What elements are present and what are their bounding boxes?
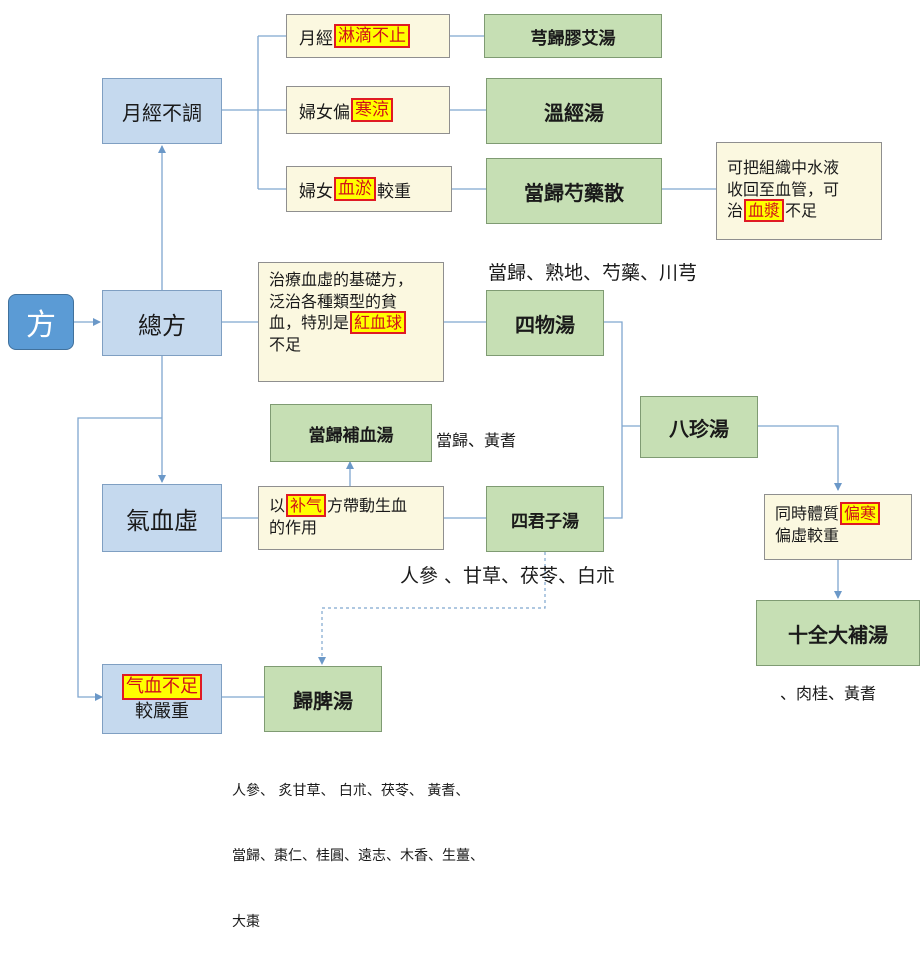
highlight-cold-constitution: 偏寒 [840, 502, 881, 525]
highlight-tonify-qi: 补气 [286, 494, 327, 517]
severity-label: 較嚴重 [135, 700, 189, 722]
note-si-wu-description: 治療血虛的基礎方， 泛治各種類型的貧 血，特別是紅血球 不足 [258, 262, 444, 382]
node-general-formula: 總方 [102, 290, 222, 356]
formula-shi-quan-da-bu: 十全大補湯 [756, 600, 920, 666]
formula-gui-pi: 歸脾湯 [264, 666, 382, 732]
note-line: 不足 [785, 201, 818, 221]
note-tonify-qi: 以补气方帶動生血 的作用 [258, 486, 444, 550]
note-line: 以 [269, 496, 286, 515]
start-node-fang: 方 [8, 294, 74, 350]
note-line: 治療血虛的基礎方， [269, 270, 414, 289]
herbs-gui-pi: 人參、 炙甘草、 白朮、茯苓、 黃耆、 當歸、棗仁、桂圓、遠志、木香、生薑、 大… [232, 738, 484, 955]
condition-women-cold: 婦女偏寒涼 [286, 86, 450, 134]
condition-cold-constitution: 同時體質偏寒 偏虛較重 [764, 494, 912, 560]
note-line: 的作用 [269, 517, 318, 537]
formula-dang-gui-shao-yao: 當歸芍藥散 [486, 158, 662, 224]
formula-dang-gui-bu-xue: 當歸補血湯 [270, 404, 432, 462]
note-line: 收回至血管，可 [727, 179, 840, 199]
node-severe-qi-blood-deficiency: 气血不足 較嚴重 [102, 664, 222, 734]
highlight-blood-stasis: 血淤 [334, 176, 376, 202]
condition-text: 婦女偏 [299, 102, 350, 123]
condition-menstrual-dripping: 月經淋滴不止 [286, 14, 450, 58]
highlight-dripping: 淋滴不止 [334, 23, 410, 49]
note-line: 可把組織中水液 [727, 158, 840, 177]
condition-text: 婦女 [299, 181, 333, 202]
herb-line: 當歸、棗仁、桂圓、遠志、木香、生薑、 [232, 848, 484, 865]
formula-ba-zhen: 八珍湯 [640, 396, 758, 458]
node-menstrual-irregularity: 月經不調 [102, 78, 222, 144]
condition-text: 月經 [299, 28, 333, 49]
formula-xiong-gui-jiao-ai: 芎歸膠艾湯 [484, 14, 662, 58]
highlight-qi-blood-insufficient: 气血不足 [122, 674, 202, 700]
condition-text: 較重 [377, 181, 411, 202]
formula-wen-jing: 溫經湯 [486, 78, 662, 144]
highlight-red-blood-cells: 紅血球 [350, 311, 407, 335]
note-line: 偏虛較重 [775, 525, 840, 545]
note-line: 不足 [269, 334, 302, 354]
formula-si-jun-zi: 四君子湯 [486, 486, 604, 552]
herb-line: 大棗 [232, 913, 260, 930]
note-line: 泛治各種類型的貧 [269, 291, 398, 311]
herbs-dang-gui-bu-xue: 當歸、黃耆 [436, 431, 517, 450]
note-line: 治 [727, 201, 744, 221]
note-line: 同時體質 [775, 504, 840, 523]
herbs-si-jun-zi: 人參 、甘草、茯苓、白朮 [400, 565, 616, 587]
note-line: 血，特別是 [269, 313, 350, 333]
condition-women-blood-stasis: 婦女血淤較重 [286, 166, 452, 212]
herbs-si-wu: 當歸、熟地、芍藥、川芎 [488, 262, 698, 284]
herbs-shi-quan-da-bu: 、肉桂、黃耆 [780, 684, 877, 703]
connector-lines [74, 35, 842, 701]
note-line: 方帶動生血 [327, 496, 408, 515]
formula-si-wu: 四物湯 [486, 290, 604, 356]
note-plasma: 可把組織中水液 收回至血管，可 治血漿不足 [716, 142, 882, 240]
node-qi-blood-deficiency: 氣血虛 [102, 484, 222, 552]
highlight-cold: 寒涼 [351, 97, 393, 123]
highlight-plasma: 血漿 [744, 199, 785, 223]
herb-line: 人參、 炙甘草、 白朮、茯苓、 黃耆、 [232, 783, 470, 800]
